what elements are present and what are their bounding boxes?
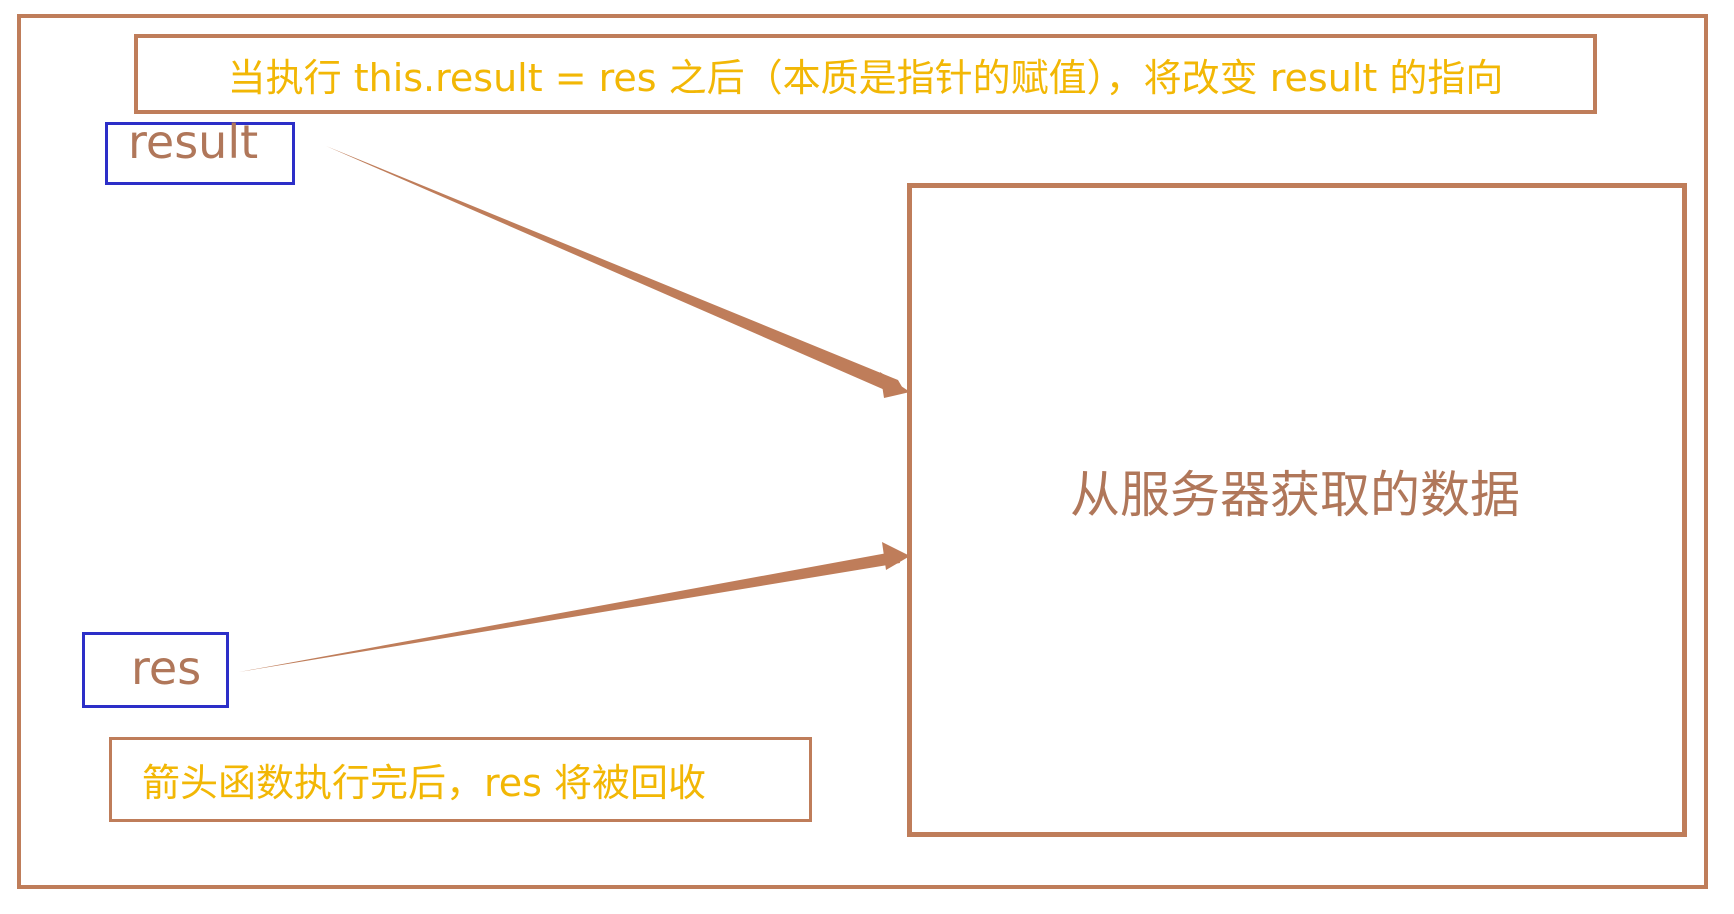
top-annotation-text: 当执行 this.result = res 之后（本质是指针的赋值），将改变 r… [227,55,1504,100]
bottom-annotation-box: 箭头函数执行完后，res 将被回收 [109,737,812,822]
res-variable-box [82,632,229,708]
result-variable-label: result [128,115,259,169]
result-variable-box [105,122,295,185]
server-data-label: 从服务器获取的数据 [1070,466,1520,524]
res-variable-label: res [131,641,202,695]
server-data-box [907,183,1687,837]
bottom-annotation-text: 箭头函数执行完后，res 将被回收 [142,761,707,805]
top-annotation-box: 当执行 this.result = res 之后（本质是指针的赋值），将改变 r… [134,34,1597,114]
outer-frame [17,14,1708,889]
